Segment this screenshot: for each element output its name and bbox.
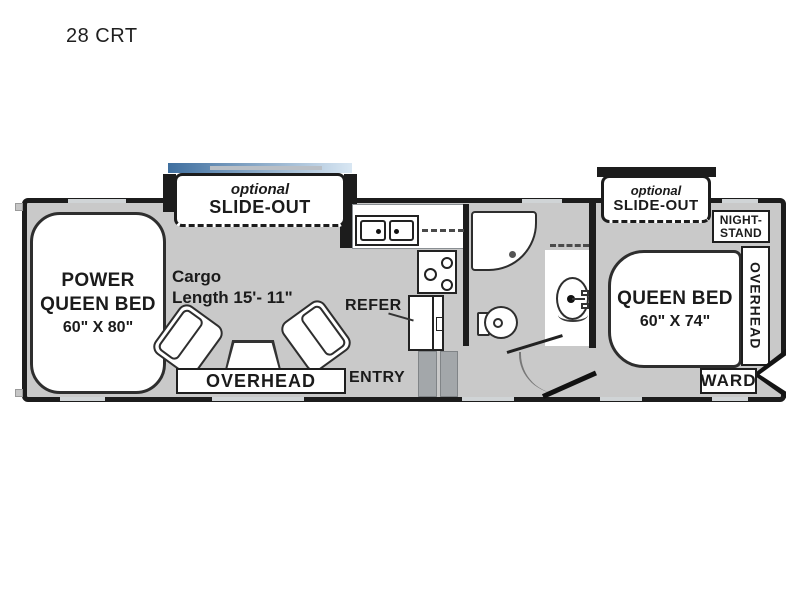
- refrigerator: [408, 295, 444, 351]
- cooktop: [417, 250, 457, 294]
- faucet-handle: [581, 290, 589, 296]
- sink-basin: [360, 220, 386, 241]
- power-queen-bed: POWER QUEEN BED 60" X 80": [30, 212, 166, 394]
- entry-label: ENTRY: [349, 369, 406, 386]
- slideout-label: SLIDE-OUT: [613, 196, 699, 214]
- bed-label: POWER: [61, 270, 135, 292]
- slideout-wall: [597, 167, 716, 177]
- table-top: [226, 342, 280, 372]
- model-title: 28 CRT: [66, 25, 138, 47]
- ward-label: WARD: [700, 371, 757, 390]
- overhead-cabinet-dashed: [422, 229, 464, 232]
- cargo-length-note: Cargo Length 15'- 11": [172, 266, 293, 308]
- entry-step: [418, 351, 437, 397]
- window: [462, 397, 514, 401]
- entry-step: [440, 351, 458, 397]
- refer-label: REFER: [345, 297, 402, 314]
- slideout-label: SLIDE-OUT: [209, 197, 311, 218]
- window: [212, 397, 304, 401]
- nightstand: NIGHT- STAND: [712, 210, 770, 243]
- window: [68, 199, 126, 203]
- bed-label: QUEEN BED: [40, 294, 156, 315]
- wardrobe: WARD: [700, 368, 757, 394]
- awning-band: [210, 166, 322, 170]
- overhead-cabinet-bedroom: OVERHEAD: [741, 246, 770, 366]
- kitchen-sink: [355, 215, 419, 246]
- fridge-door-line: [432, 297, 434, 349]
- overhead-cabinet-front: OVERHEAD: [176, 368, 346, 394]
- burner: [424, 268, 437, 281]
- front-cap-nub: [15, 203, 23, 211]
- toilet-flush: [493, 318, 503, 328]
- cargo-line1: Cargo: [172, 267, 222, 286]
- sink-basin: [388, 220, 414, 241]
- bedroom-door-swing: [753, 349, 786, 398]
- overhead-label: OVERHEAD: [205, 370, 316, 391]
- cargo-line2: Length 15'- 11": [172, 288, 293, 307]
- bed-size-label: 60" X 80": [62, 318, 134, 336]
- bed-label: QUEEN BED: [617, 288, 733, 310]
- faucet-dot: [393, 229, 399, 234]
- slideout-optional-label: optional: [230, 180, 290, 198]
- burner: [441, 279, 453, 291]
- toilet: [484, 306, 518, 339]
- faucet-dot: [375, 229, 381, 234]
- bathroom-wall: [589, 202, 596, 348]
- faucet-stem: [572, 298, 585, 300]
- sink-drain: [567, 295, 575, 303]
- window: [60, 397, 105, 401]
- front-cap-nub: [15, 389, 23, 397]
- nightstand-label: NIGHT-: [719, 212, 763, 227]
- window: [522, 199, 562, 203]
- burner: [441, 257, 453, 269]
- front-slideout: optional SLIDE-OUT: [174, 173, 346, 227]
- bedroom-slideout: optional SLIDE-OUT: [601, 175, 711, 223]
- window: [722, 199, 758, 203]
- medicine-cabinet-dashed: [550, 244, 589, 247]
- slideout-wall: [163, 174, 176, 212]
- slideout-optional-label: optional: [630, 182, 682, 198]
- overhead-label: OVERHEAD: [747, 262, 764, 350]
- shower-drain: [509, 251, 516, 258]
- slideout-awning: [168, 163, 352, 173]
- window: [600, 397, 642, 401]
- bathroom-wall: [463, 204, 469, 346]
- queen-bed: QUEEN BED 60" X 74": [608, 250, 742, 368]
- vanity-arc: [558, 308, 588, 322]
- fridge-handle: [436, 317, 443, 331]
- bed-size-label: 60" X 74": [639, 312, 711, 330]
- window: [712, 397, 748, 401]
- nightstand-label: STAND: [720, 225, 762, 240]
